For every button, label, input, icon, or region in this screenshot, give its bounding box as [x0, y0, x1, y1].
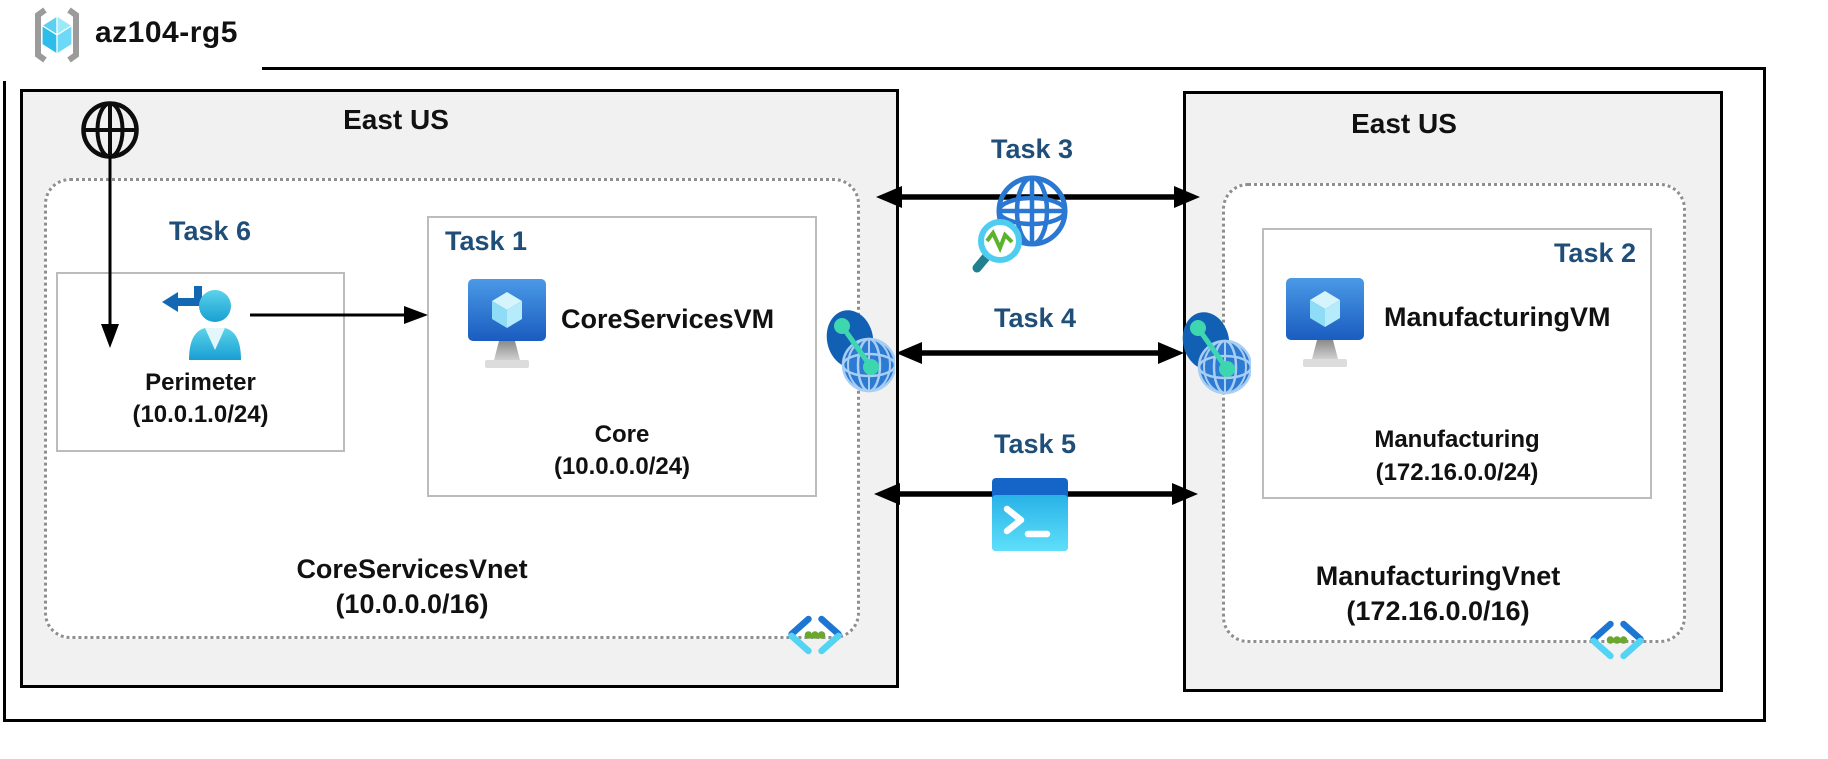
manufacturing-vm-name: ManufacturingVM: [1384, 302, 1611, 332]
task2-label: Task 2: [1553, 238, 1636, 268]
powershell-terminal-icon: [992, 478, 1068, 553]
task1-subnet-box: Task 1 CoreServicesVM Core: [427, 216, 817, 497]
internet-to-perimeter-arrow: [97, 156, 123, 350]
task4-connection-arrow: [894, 338, 1186, 368]
network-watcher-icon: [972, 163, 1076, 279]
core-services-vm-name: CoreServicesVM: [561, 304, 775, 334]
core-subnet-cidr: (10.0.0.0/24): [553, 453, 691, 480]
virtual-machine-icon: [467, 278, 551, 378]
resource-group-boundary: [3, 67, 1766, 722]
user-entry-icon: [160, 282, 244, 362]
resource-group-name: az104-rg5: [95, 16, 238, 49]
perimeter-subnet-name: Perimeter: [145, 369, 256, 396]
right-region-title: East US: [1351, 108, 1457, 139]
core-services-vnet-name: CoreServicesVnet: [296, 554, 528, 584]
vnet-peering-icon: [825, 306, 895, 398]
manufacturing-vnet-name: ManufacturingVnet: [1315, 561, 1561, 591]
manufacturing-vnet-caption: ManufacturingVnet (172.16.0.0/16): [1188, 559, 1688, 629]
perimeter-subnet-box: Perimeter (10.0.1.0/24): [56, 272, 345, 452]
manufacturing-subnet-cidr: (172.16.0.0/24): [1375, 459, 1539, 486]
core-services-vnet-cidr: (10.0.0.0/16): [335, 589, 489, 619]
manufacturing-subnet-name: Manufacturing: [1374, 426, 1540, 453]
virtual-machine-icon: [1285, 277, 1369, 377]
task2-subnet-box: Task 2 ManufacturingVM Manufacturing (17…: [1262, 228, 1652, 499]
vnet-peering-icon: [1181, 308, 1251, 400]
resource-group-icon: [28, 6, 86, 64]
virtual-network-icon: [1587, 619, 1647, 661]
core-subnet-name: Core: [594, 421, 650, 448]
virtual-network-icon: [785, 614, 845, 656]
task5-label: Task 5: [993, 429, 1077, 459]
task4-label: Task 4: [993, 303, 1077, 333]
internet-globe-icon: [80, 100, 140, 160]
perimeter-to-core-arrow: [250, 302, 430, 328]
task6-label: Task 6: [168, 216, 252, 246]
task1-label: Task 1: [445, 226, 528, 256]
perimeter-subnet-cidr: (10.0.1.0/24): [132, 401, 269, 428]
task3-label: Task 3: [990, 134, 1074, 164]
core-services-vnet-caption: CoreServicesVnet (10.0.0.0/16): [112, 552, 712, 622]
left-region-title: East US: [343, 104, 449, 135]
manufacturing-vnet-cidr: (172.16.0.0/16): [1346, 596, 1530, 626]
